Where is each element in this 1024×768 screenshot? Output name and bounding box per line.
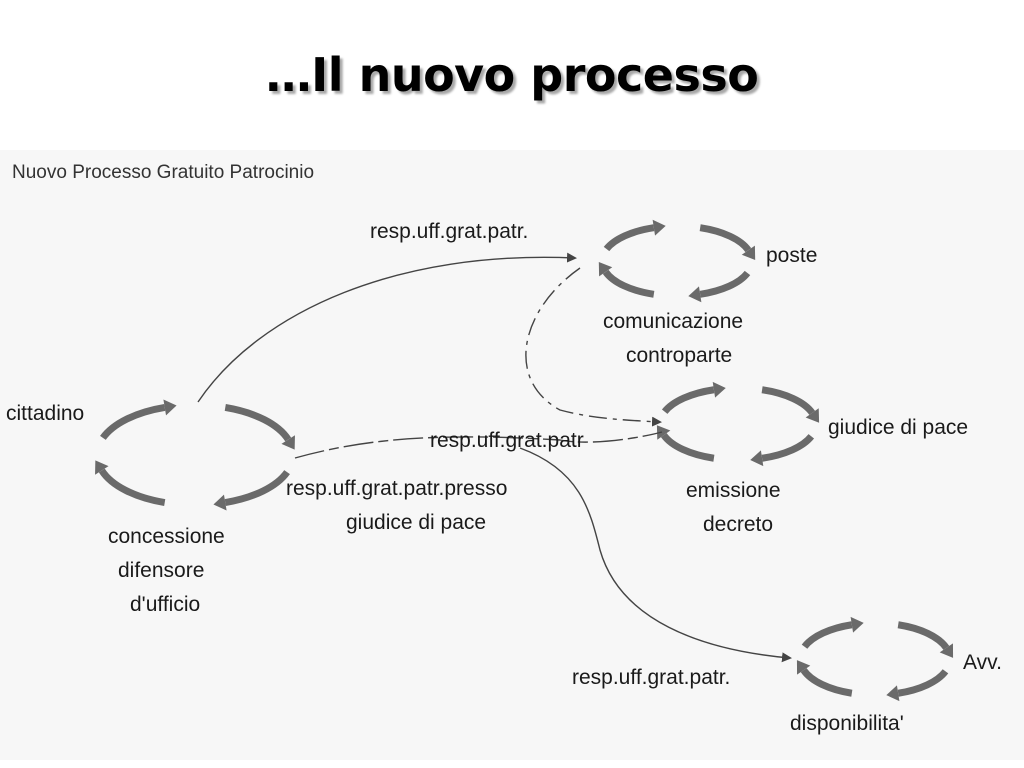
- cycle-arrowhead: [741, 245, 756, 261]
- label-resp-bottom: resp.uff.grat.patr.: [572, 666, 731, 689]
- cycle-arc: [699, 270, 751, 298]
- connector-concessione-to-giudice: [294, 431, 663, 459]
- cycle-arrowhead: [750, 450, 764, 467]
- cycle-arc: [602, 269, 655, 298]
- cycle-arc: [661, 386, 715, 415]
- label-giudice-pace-1: giudice di pace: [346, 511, 487, 534]
- cycle-arc: [224, 403, 292, 442]
- label-emissione: emissione: [686, 479, 781, 502]
- label-difensore: difensore: [118, 559, 205, 582]
- cycle-arrowhead: [688, 286, 702, 303]
- cycle-arrowhead: [213, 494, 227, 511]
- cycle-arc: [761, 433, 815, 462]
- label-decreto: decreto: [703, 513, 774, 536]
- cycle-arrowhead: [850, 616, 864, 633]
- cycle-arc: [660, 432, 715, 462]
- label-ufficio: d'ufficio: [130, 593, 201, 616]
- label-disponibilita: disponibilita': [790, 712, 904, 735]
- label-comunicazione: comunicazione: [603, 310, 744, 333]
- cycle-arc: [897, 669, 949, 697]
- cycle-arc: [761, 386, 816, 416]
- connector-cittadino-to-poste: [197, 252, 577, 403]
- cycle-avv: [796, 616, 954, 702]
- diagram-canvas: [95, 219, 954, 702]
- cycle-arc: [699, 224, 752, 253]
- connector-group: [197, 252, 792, 663]
- cycle-arrowhead: [796, 660, 811, 675]
- cycle-arc: [801, 621, 853, 649]
- cycle-cittadino: [95, 399, 295, 511]
- connector-concessione-to-avv: [519, 447, 792, 663]
- cycle-arc: [800, 667, 853, 697]
- cycle-poste: [598, 219, 756, 303]
- label-resp-presso: resp.uff.grat.patr.presso: [286, 477, 508, 500]
- cycle-giudice: [656, 381, 820, 467]
- process-diagram: Nuovo Processo Gratuito Patrocinio citta…: [0, 150, 1024, 760]
- cycle-arc: [603, 224, 655, 252]
- cycle-arrowhead: [163, 399, 177, 416]
- label-giudice-pace-2: giudice di pace: [828, 416, 969, 439]
- cycle-arc: [98, 468, 166, 507]
- cycle-arc: [224, 469, 290, 507]
- cycle-arrowhead: [805, 408, 820, 423]
- cycle-arc: [100, 403, 166, 441]
- label-cittadino: cittadino: [6, 402, 85, 425]
- cycle-arrowhead: [712, 381, 726, 398]
- label-avv: Avv.: [963, 651, 1002, 674]
- cycle-arrowhead: [886, 685, 900, 702]
- connector-poste-to-giudice: [525, 267, 662, 427]
- cycle-arc: [897, 621, 950, 651]
- cycle-arrowhead: [656, 425, 671, 440]
- cycle-arrowhead: [95, 460, 109, 475]
- cycle-arrowhead: [939, 643, 954, 658]
- label-resp-mid: resp.uff.grat.patr: [430, 429, 584, 452]
- diagram-subtitle: Nuovo Processo Gratuito Patrocinio: [12, 162, 315, 183]
- label-controparte: controparte: [626, 344, 733, 367]
- cycle-arrowhead: [281, 435, 295, 450]
- cycle-arrowhead: [652, 219, 666, 236]
- cycle-group: [95, 219, 954, 702]
- cycle-arrowhead: [598, 261, 613, 277]
- label-resp-top: resp.uff.grat.patr.: [370, 220, 529, 243]
- label-concessione: concessione: [108, 525, 225, 548]
- label-poste: poste: [766, 244, 818, 267]
- page-title: …Il nuovo processo: [265, 48, 759, 102]
